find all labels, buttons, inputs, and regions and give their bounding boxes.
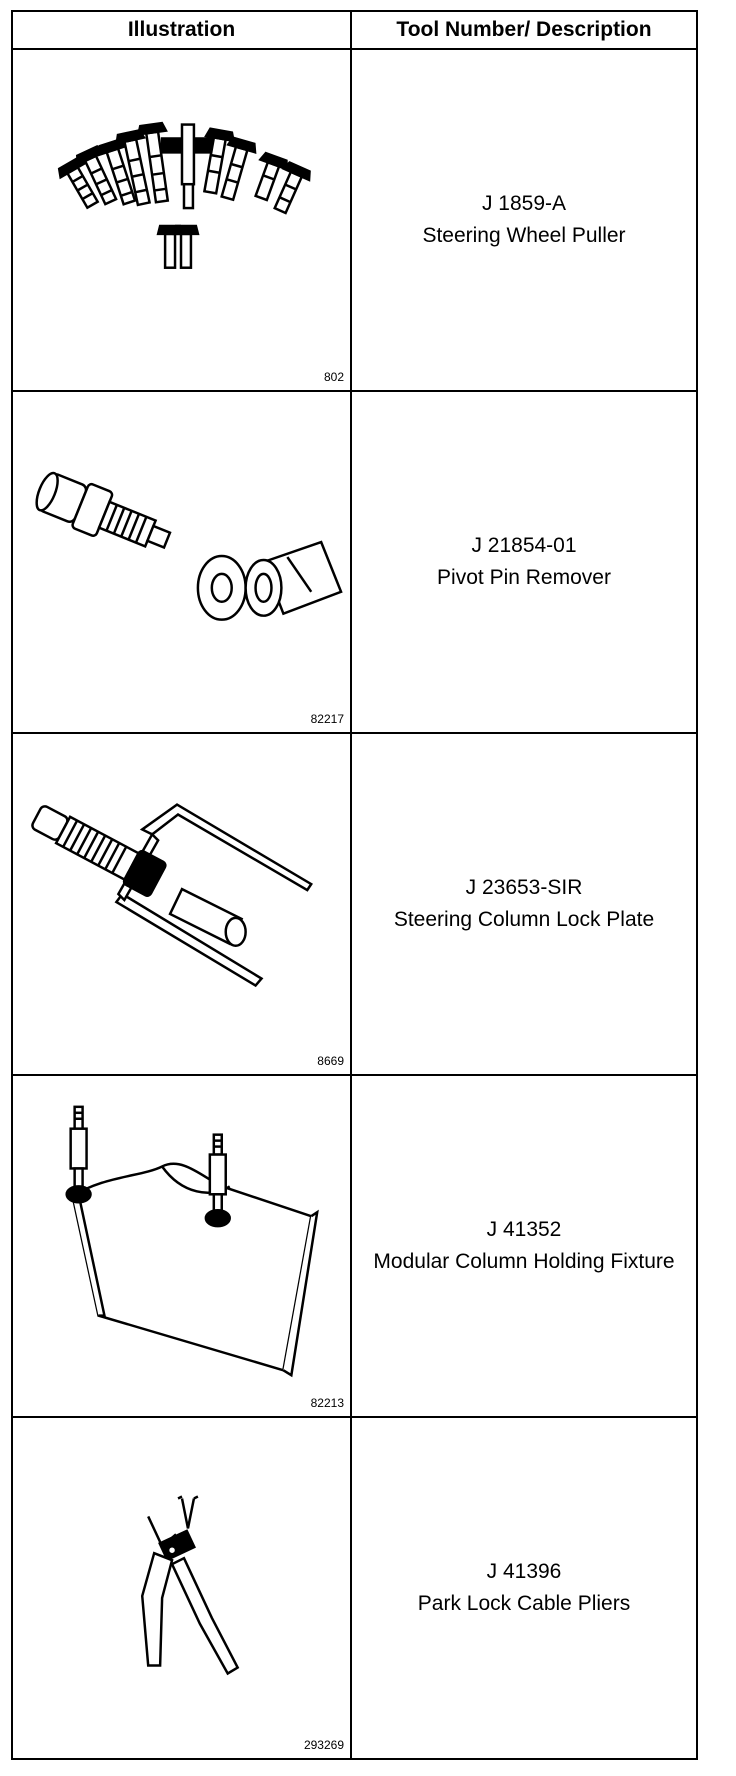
pliers-icon xyxy=(140,1495,240,1676)
sleeve xyxy=(244,540,343,617)
tool-number: J 1859-A xyxy=(481,192,567,215)
tool-number: J 23653-SIR xyxy=(465,876,583,899)
illustration-cell: 8669 xyxy=(11,732,352,1076)
fixture-plate xyxy=(71,1162,319,1378)
figure-number: 82217 xyxy=(310,712,344,726)
description-cell: J 41396 Park Lock Cable Pliers xyxy=(350,1416,698,1760)
illustration-cell: 802 xyxy=(11,48,352,392)
tool-number: J 41396 xyxy=(486,1560,562,1583)
header-illustration: Illustration xyxy=(11,10,352,50)
tool-table: Illustration Tool Number/ Description xyxy=(11,10,698,1760)
stud-left xyxy=(65,1105,92,1204)
figure-number: 293269 xyxy=(303,1738,344,1752)
tool-description: Pivot Pin Remover xyxy=(437,566,611,589)
plunger xyxy=(168,887,247,947)
tool-description: Steering Column Lock Plate xyxy=(393,908,655,931)
table-row: 82213 J 41352 Modular Column Holding Fix… xyxy=(11,1074,698,1418)
table-row: 8669 J 23653-SIR Steering Column Lock Pl… xyxy=(11,732,698,1076)
puller-yoke xyxy=(160,123,220,210)
description-cell: J 23653-SIR Steering Column Lock Plate xyxy=(350,732,698,1076)
pivot-pin-remover-icon xyxy=(35,471,343,621)
figure-number: 82213 xyxy=(310,1396,344,1410)
stud-right xyxy=(204,1133,231,1228)
figure-number: 802 xyxy=(323,370,344,384)
description-cell: J 21854-01 Pivot Pin Remover xyxy=(350,390,698,734)
pliers xyxy=(140,1495,240,1676)
table-row: 802 J 1859-A Steering Wheel Puller xyxy=(11,48,698,392)
description-cell: J 41352 Modular Column Holding Fixture xyxy=(350,1074,698,1418)
tool-number: J 41352 xyxy=(486,1218,562,1241)
table-header-row: Illustration Tool Number/ Description xyxy=(11,10,698,50)
lock-plate-compressor-icon xyxy=(31,803,313,988)
description-cell: J 1859-A Steering Wheel Puller xyxy=(350,48,698,392)
washer xyxy=(196,554,247,621)
tool-description: Modular Column Holding Fixture xyxy=(373,1250,675,1273)
steering-wheel-puller-icon xyxy=(57,121,311,269)
table-row: 82217 J 21854-01 Pivot Pin Remover xyxy=(11,390,698,734)
figure-number: 8669 xyxy=(317,1054,344,1068)
tool-number: J 21854-01 xyxy=(471,534,577,557)
table-row: 293269 J 41396 Park Lock Cable Pliers xyxy=(11,1416,698,1760)
holding-fixture-icon xyxy=(65,1105,319,1378)
header-tool-description: Tool Number/ Description xyxy=(350,10,698,50)
illustration-cell: 82217 xyxy=(11,390,352,734)
tool-description: Steering Wheel Puller xyxy=(422,224,626,247)
screw xyxy=(31,805,167,897)
illustration-cell: 82213 xyxy=(11,1074,352,1418)
tool-description: Park Lock Cable Pliers xyxy=(417,1592,631,1615)
illustration-cell: 293269 xyxy=(11,1416,352,1760)
